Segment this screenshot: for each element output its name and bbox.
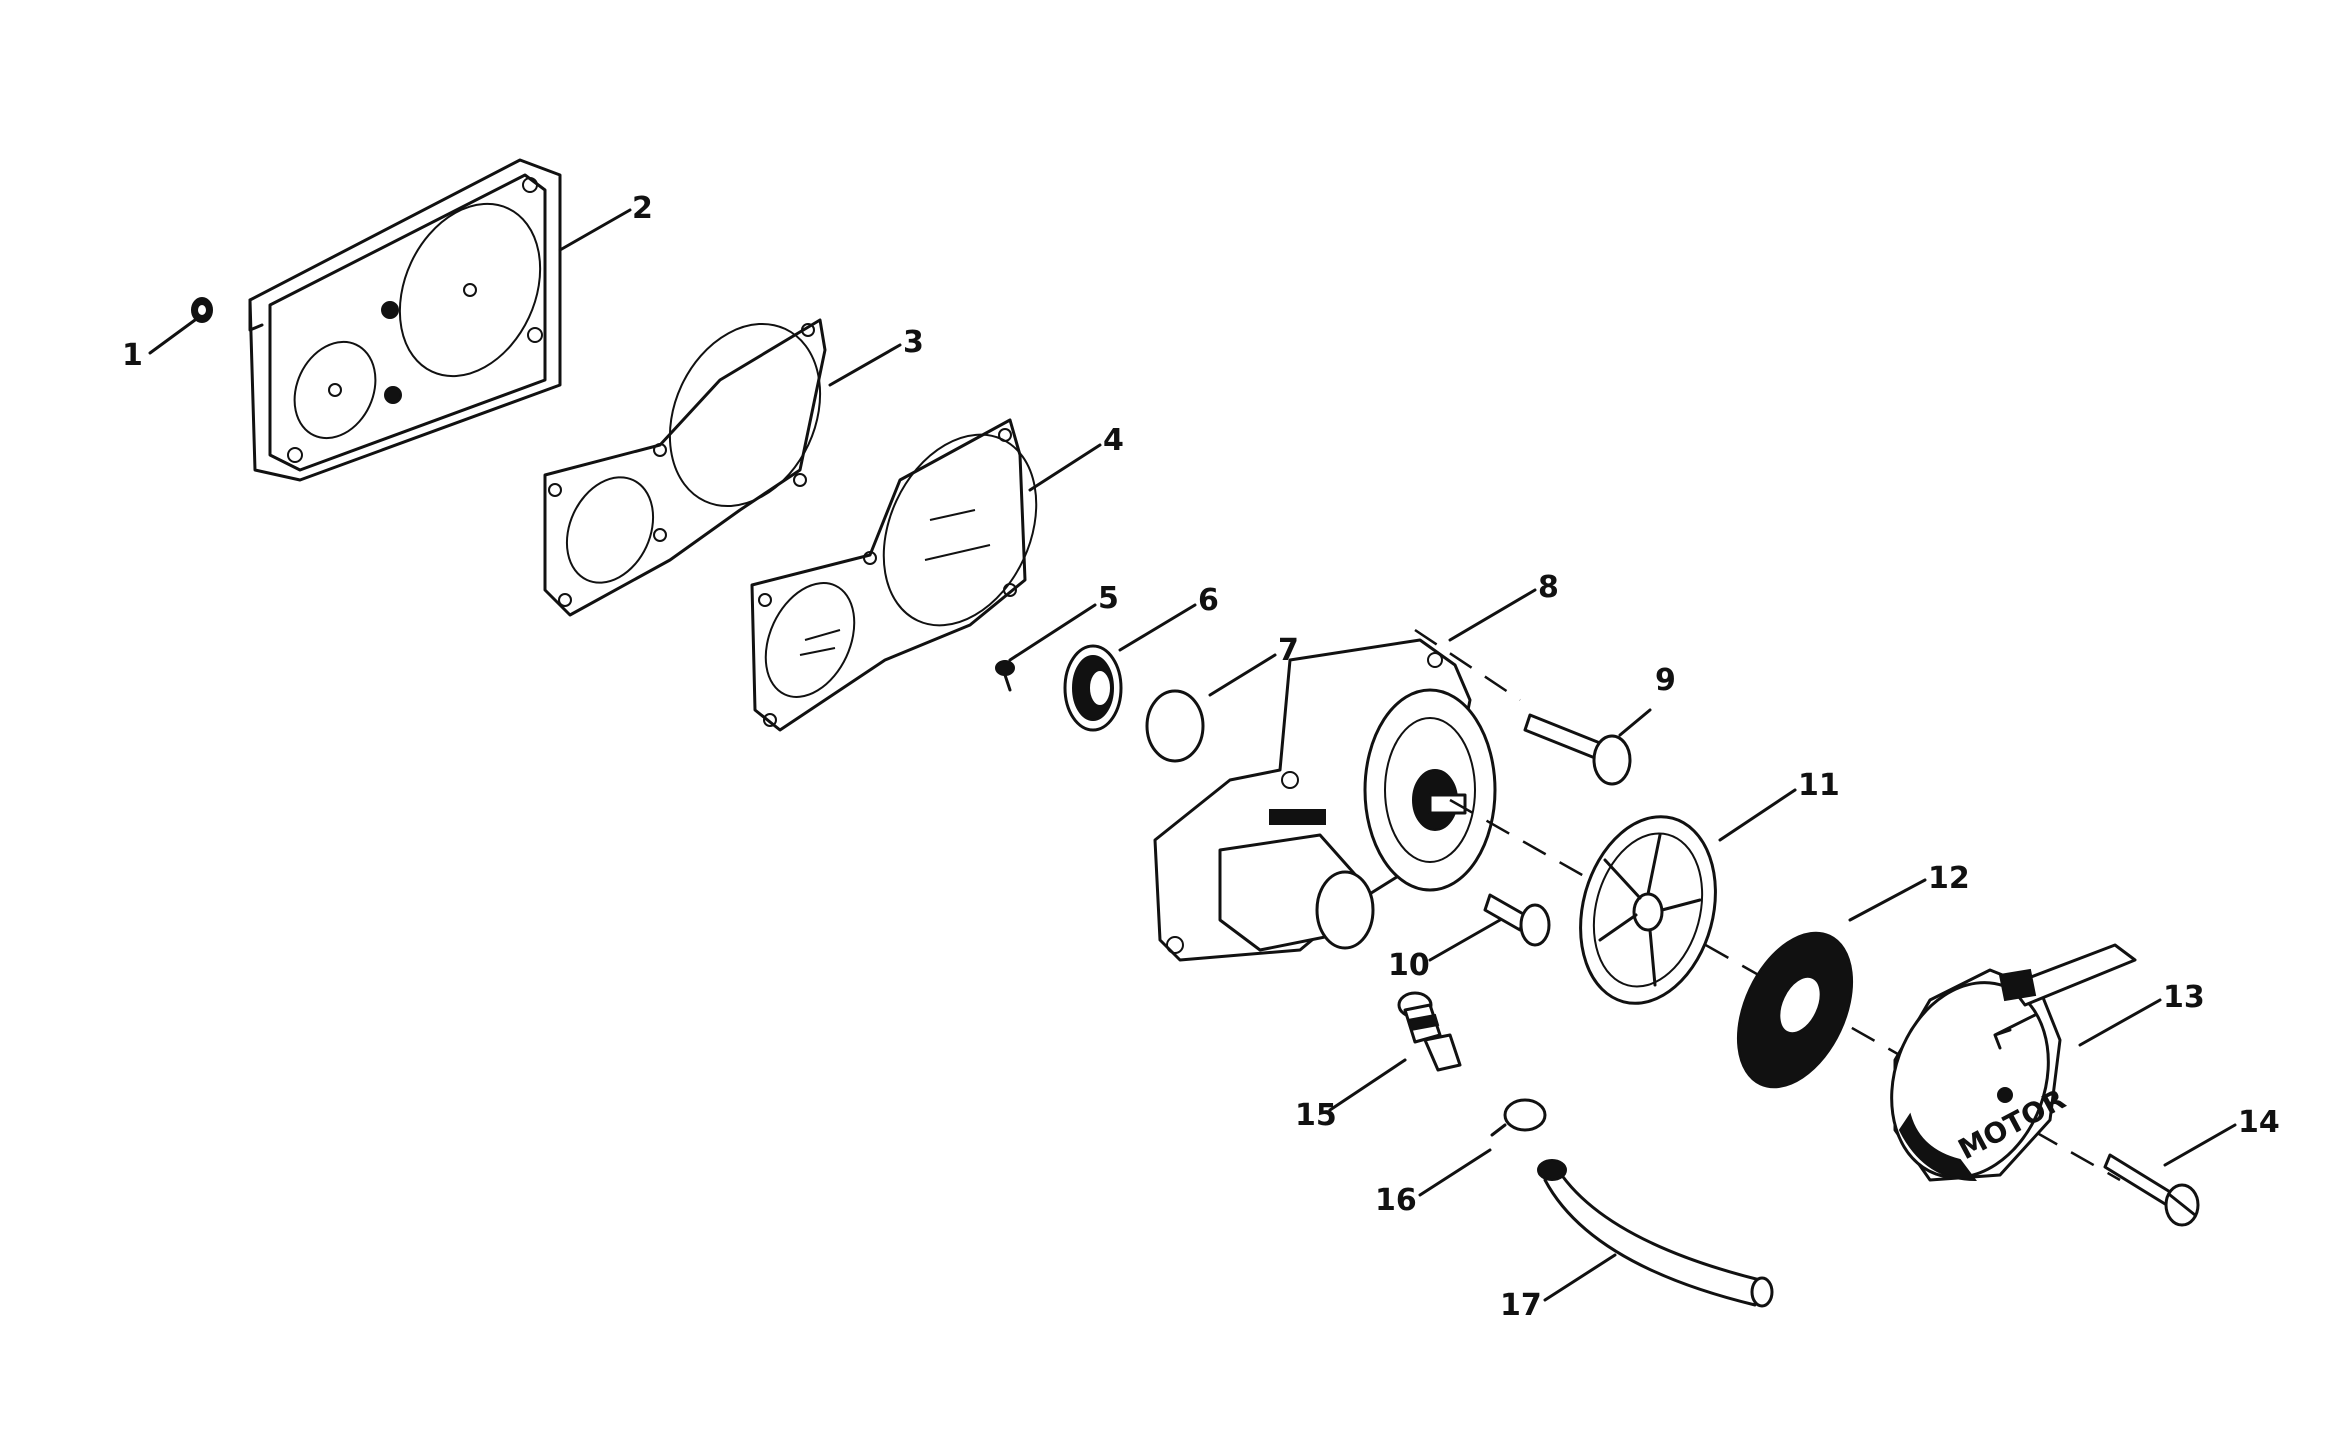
callout-2: 2 — [632, 191, 653, 226]
part-5-screw — [995, 660, 1015, 692]
part-9-bolt — [1523, 713, 1632, 786]
part-6-valve — [1063, 644, 1123, 732]
part-13-cover: MOTOR — [1890, 943, 2137, 1182]
callout-9: 9 — [1655, 663, 1676, 698]
callout-4: 4 — [1103, 423, 1124, 458]
part-4-diaphragm — [750, 418, 1038, 732]
callout-5: 5 — [1098, 581, 1119, 616]
part-1-washer — [191, 297, 213, 323]
part-7-o-ring — [1145, 689, 1205, 763]
part-16-clip — [1490, 1098, 1547, 1137]
callout-8: 8 — [1538, 570, 1559, 605]
part-17-hose — [1537, 1159, 1774, 1308]
callout-numbers: 1 2 3 4 5 6 7 8 9 10 11 12 13 14 15 16 1… — [122, 191, 2280, 1323]
callout-3: 3 — [903, 325, 924, 360]
callout-1: 1 — [122, 338, 143, 373]
callout-11: 11 — [1798, 768, 1840, 803]
callout-16: 16 — [1375, 1183, 1417, 1218]
callout-15: 15 — [1295, 1098, 1337, 1133]
part-11-valve-plate — [1579, 815, 1717, 1005]
callout-7: 7 — [1278, 633, 1299, 668]
part-14-screw — [2103, 1153, 2200, 1227]
part-2-cover-plate — [248, 158, 562, 482]
part-3-gasket — [543, 318, 827, 617]
callout-6: 6 — [1198, 583, 1219, 618]
part-8-pump-body — [1153, 638, 1497, 962]
callout-13: 13 — [2163, 980, 2205, 1015]
callout-14: 14 — [2238, 1105, 2280, 1140]
callout-leaders — [148, 208, 2237, 1302]
part-12-seal — [1736, 931, 1854, 1089]
part-15-fitting — [1397, 991, 1462, 1072]
callout-10: 10 — [1388, 948, 1430, 983]
part-10-bolt — [1483, 893, 1551, 947]
callout-12: 12 — [1928, 861, 1970, 896]
callout-17: 17 — [1500, 1288, 1542, 1323]
